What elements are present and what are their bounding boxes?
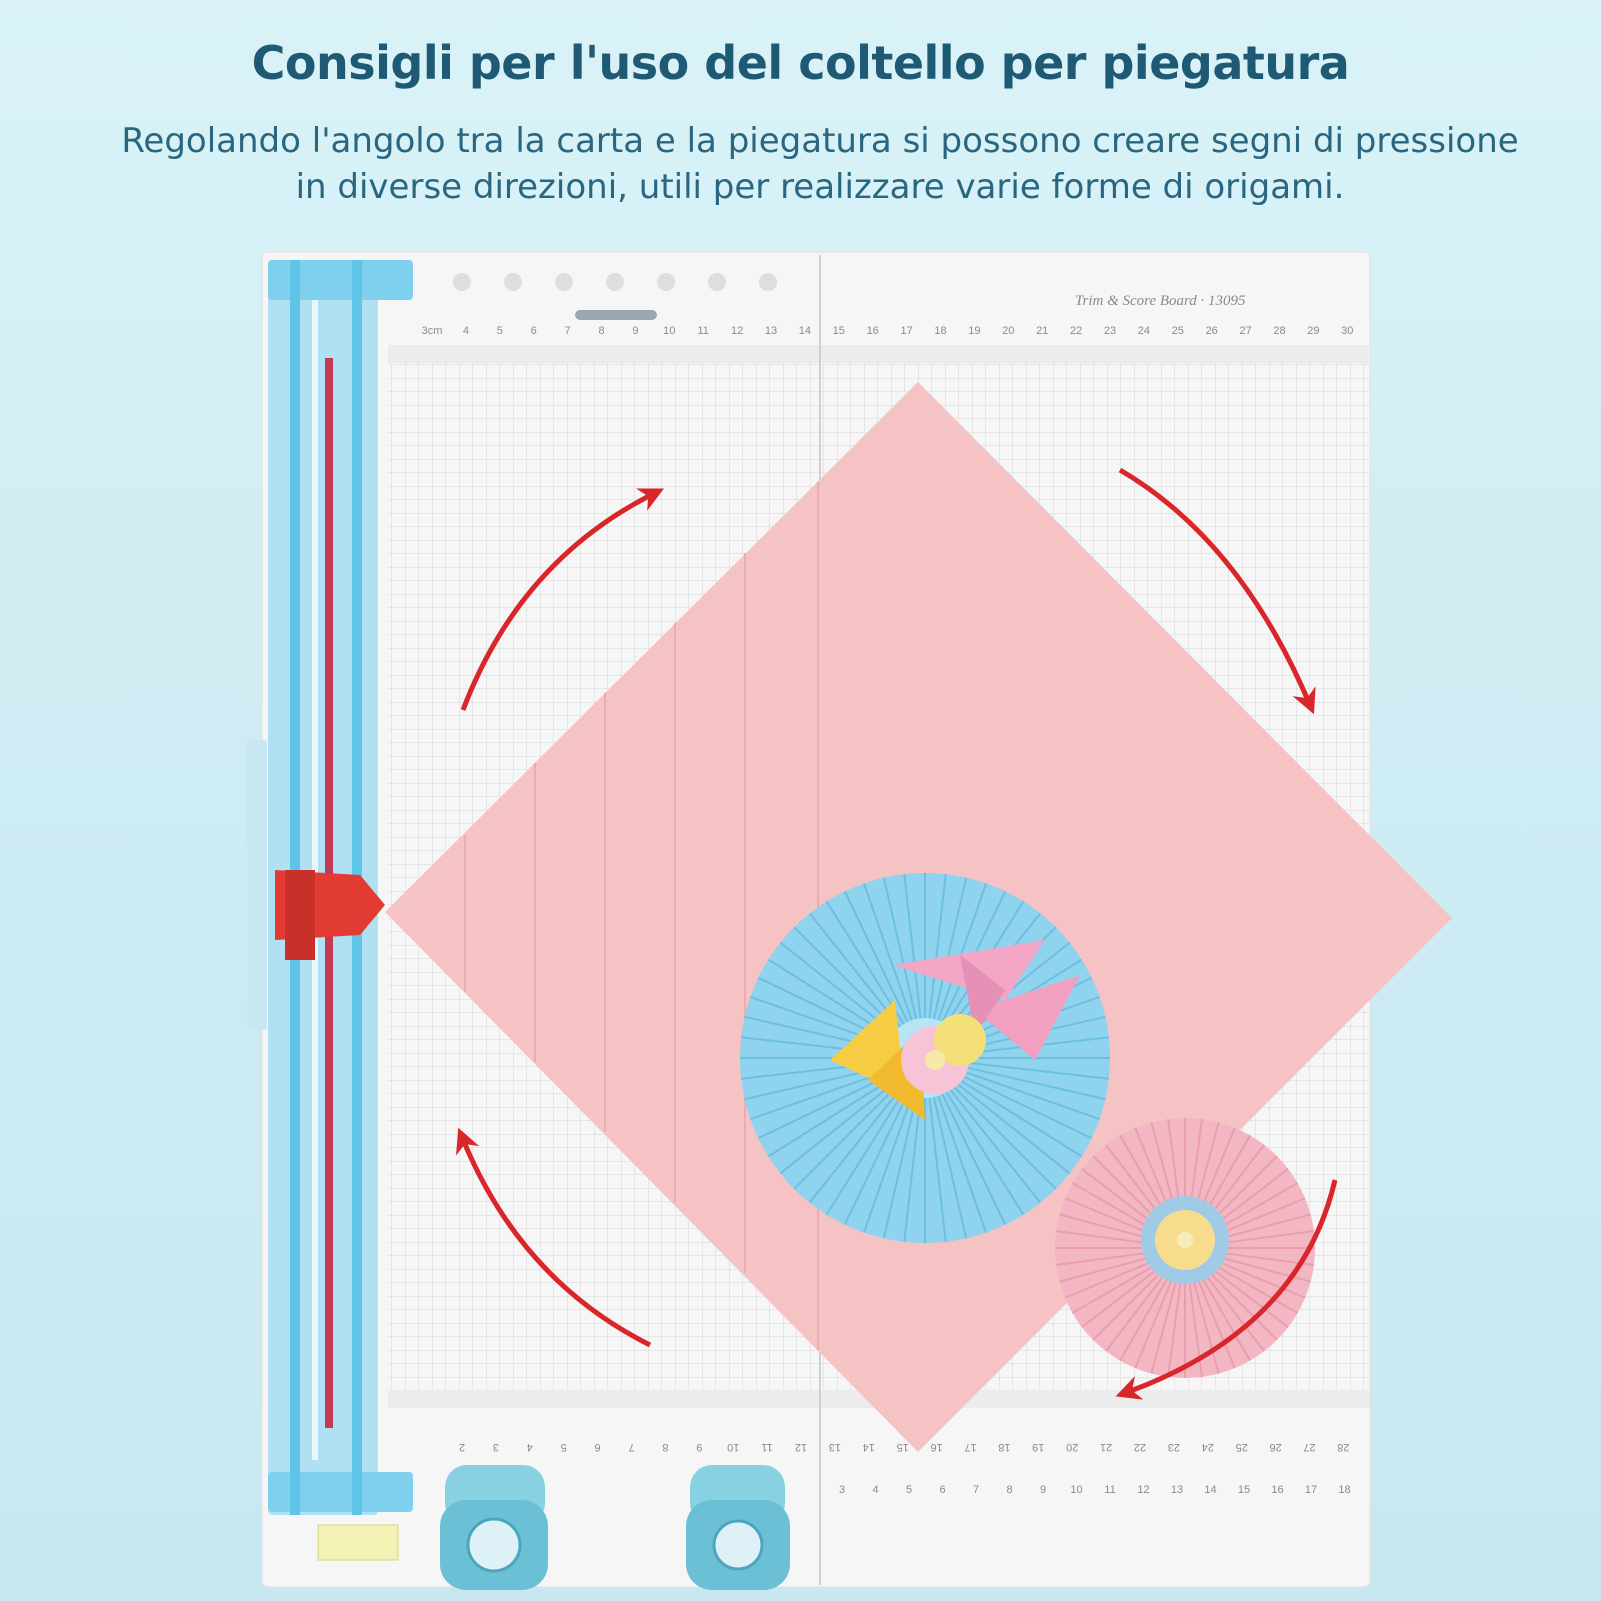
- pink-butterfly: [893, 940, 1080, 1060]
- ruler-tick-label: 26: [1269, 1441, 1281, 1453]
- ruler-tick-label: 19: [1032, 1441, 1044, 1453]
- trimmer-slider-handle[interactable]: [275, 870, 385, 960]
- ruler-tick-label: 13: [765, 325, 777, 337]
- ruler-tick-label: 4: [527, 1441, 533, 1453]
- corner-punch-left[interactable]: [440, 1465, 548, 1590]
- ruler-tick-label: 8: [598, 325, 604, 337]
- ruler-tick-label: 25: [1172, 325, 1184, 337]
- ruler-tick-label: 23: [1168, 1441, 1180, 1453]
- ruler-tick-label: 3: [839, 1484, 845, 1496]
- ruler-tick-label: 28: [1337, 1441, 1349, 1453]
- bottom-inner-ruler: 3 4 5 6 7 8 9 10 11 12 13 14 15 16 17 18: [839, 1484, 1351, 1496]
- ruler-tick-label: 24: [1202, 1441, 1214, 1453]
- ruler-tick-label: 20: [1002, 325, 1014, 337]
- ruler-tick-label: 17: [900, 325, 912, 337]
- ruler-tick-label: 27: [1303, 1441, 1315, 1453]
- ruler-tick-label: 11: [697, 325, 708, 337]
- ruler-tick-label: 28: [1273, 325, 1285, 337]
- rotate-arrow-bottom-right-icon: [1115, 1179, 1338, 1400]
- ruler-tick-label: 24: [1138, 325, 1150, 337]
- ruler-tick-label: 5: [906, 1484, 912, 1496]
- ruler-tick-label: 13: [1171, 1484, 1183, 1496]
- ruler-tick-label: 21: [1100, 1441, 1112, 1453]
- small-flower: [901, 1014, 986, 1094]
- ruler-tick-label: 22: [1134, 1441, 1146, 1453]
- ruler-tick-label: 15: [1238, 1484, 1250, 1496]
- ruler-tick-label: 14: [1204, 1484, 1216, 1496]
- ruler-tick-label: 7: [565, 325, 571, 337]
- ruler-tick-label: 22: [1070, 325, 1082, 337]
- ruler-tick-label: 10: [727, 1441, 739, 1453]
- ruler-tick-label: 8: [1006, 1484, 1012, 1496]
- ruler-tick-label: 9: [632, 325, 638, 337]
- ruler-tick-label: 23: [1104, 325, 1116, 337]
- ruler-tick-label: 16: [1271, 1484, 1283, 1496]
- ruler-tick-label: 30: [1341, 325, 1353, 337]
- ruler-tick-label: 6: [939, 1484, 945, 1496]
- ruler-tick-label: 25: [1236, 1441, 1248, 1453]
- ruler-tick-label: 29: [1307, 325, 1319, 337]
- ruler-tick-label: 5: [561, 1441, 567, 1453]
- ruler-tick-label: 3: [493, 1441, 499, 1453]
- rotate-arrow-top-right-icon: [1118, 467, 1316, 715]
- ruler-tick-label: 21: [1036, 325, 1048, 337]
- ruler-tick-label: 26: [1206, 325, 1218, 337]
- ruler-tick-label: 27: [1239, 325, 1251, 337]
- ruler-tick-label: 16: [867, 325, 879, 337]
- ruler-tick-label: 4: [872, 1484, 878, 1496]
- ruler-tick-label: 5: [497, 325, 503, 337]
- rotate-arrow-top-left-icon: [460, 488, 664, 711]
- rotate-arrow-bottom-left-icon: [456, 1127, 652, 1348]
- ruler-tick-label: 17: [1305, 1484, 1317, 1496]
- ruler-tick-label: 7: [973, 1484, 979, 1496]
- ruler-tick-label: 11: [1104, 1484, 1115, 1496]
- ruler-tick-label: 12: [1137, 1484, 1149, 1496]
- top-ruler: 3cm 4 5 6 7 8 9 10 11 12 13 14 15 16 17 18 19 20 21 22 23 24 2…: [422, 325, 1354, 337]
- ruler-tick-label: 19: [968, 325, 980, 337]
- punch-holes: [453, 273, 777, 291]
- ruler-tick-label: 18: [998, 1441, 1010, 1453]
- page-title: Consigli per l'uso del coltello per pieg…: [251, 36, 1350, 90]
- ruler-tick-label: 10: [1070, 1484, 1082, 1496]
- ruler-tick-label: 12: [731, 325, 743, 337]
- ruler-tick-label: 16: [930, 1441, 942, 1453]
- ruler-tick-label: 6: [595, 1441, 601, 1453]
- ruler-tick-label: 2: [459, 1441, 465, 1453]
- ruler-tick-label: 9: [696, 1441, 702, 1453]
- ruler-tick-label: 13: [829, 1441, 841, 1453]
- corner-punch-right[interactable]: [686, 1465, 790, 1590]
- ruler-tick-label: 17: [964, 1441, 976, 1453]
- ruler-tick-label: 15: [833, 325, 845, 337]
- page-subtitle: Regolando l'angolo tra la carta e la pie…: [121, 121, 1519, 207]
- ruler-tick-label: 20: [1066, 1441, 1078, 1453]
- ruler-tick-label: 7: [628, 1441, 634, 1453]
- ruler-tick-label: 11: [761, 1441, 772, 1453]
- pink-paper-fan: [1055, 1118, 1315, 1378]
- ruler-tick-label: 10: [663, 325, 675, 337]
- ruler-tick-label: 15: [897, 1441, 909, 1453]
- ruler-tick-label: 8: [662, 1441, 668, 1453]
- ruler-tick-label: 12: [795, 1441, 807, 1453]
- ruler-tick-label: 14: [799, 325, 811, 337]
- ruler-tick-label: 18: [1338, 1484, 1350, 1496]
- brand-label: Trim & Score Board · 13095: [1075, 293, 1246, 309]
- ruler-tick-label: 14: [863, 1441, 875, 1453]
- ruler-tick-label: 4: [463, 325, 469, 337]
- ruler-tick-label: 6: [531, 325, 537, 337]
- ruler-tick-label: 18: [934, 325, 946, 337]
- ruler-tick-label: 9: [1040, 1484, 1046, 1496]
- ruler-tick-label: 3cm: [422, 325, 443, 337]
- warning-sticker: [317, 1524, 399, 1561]
